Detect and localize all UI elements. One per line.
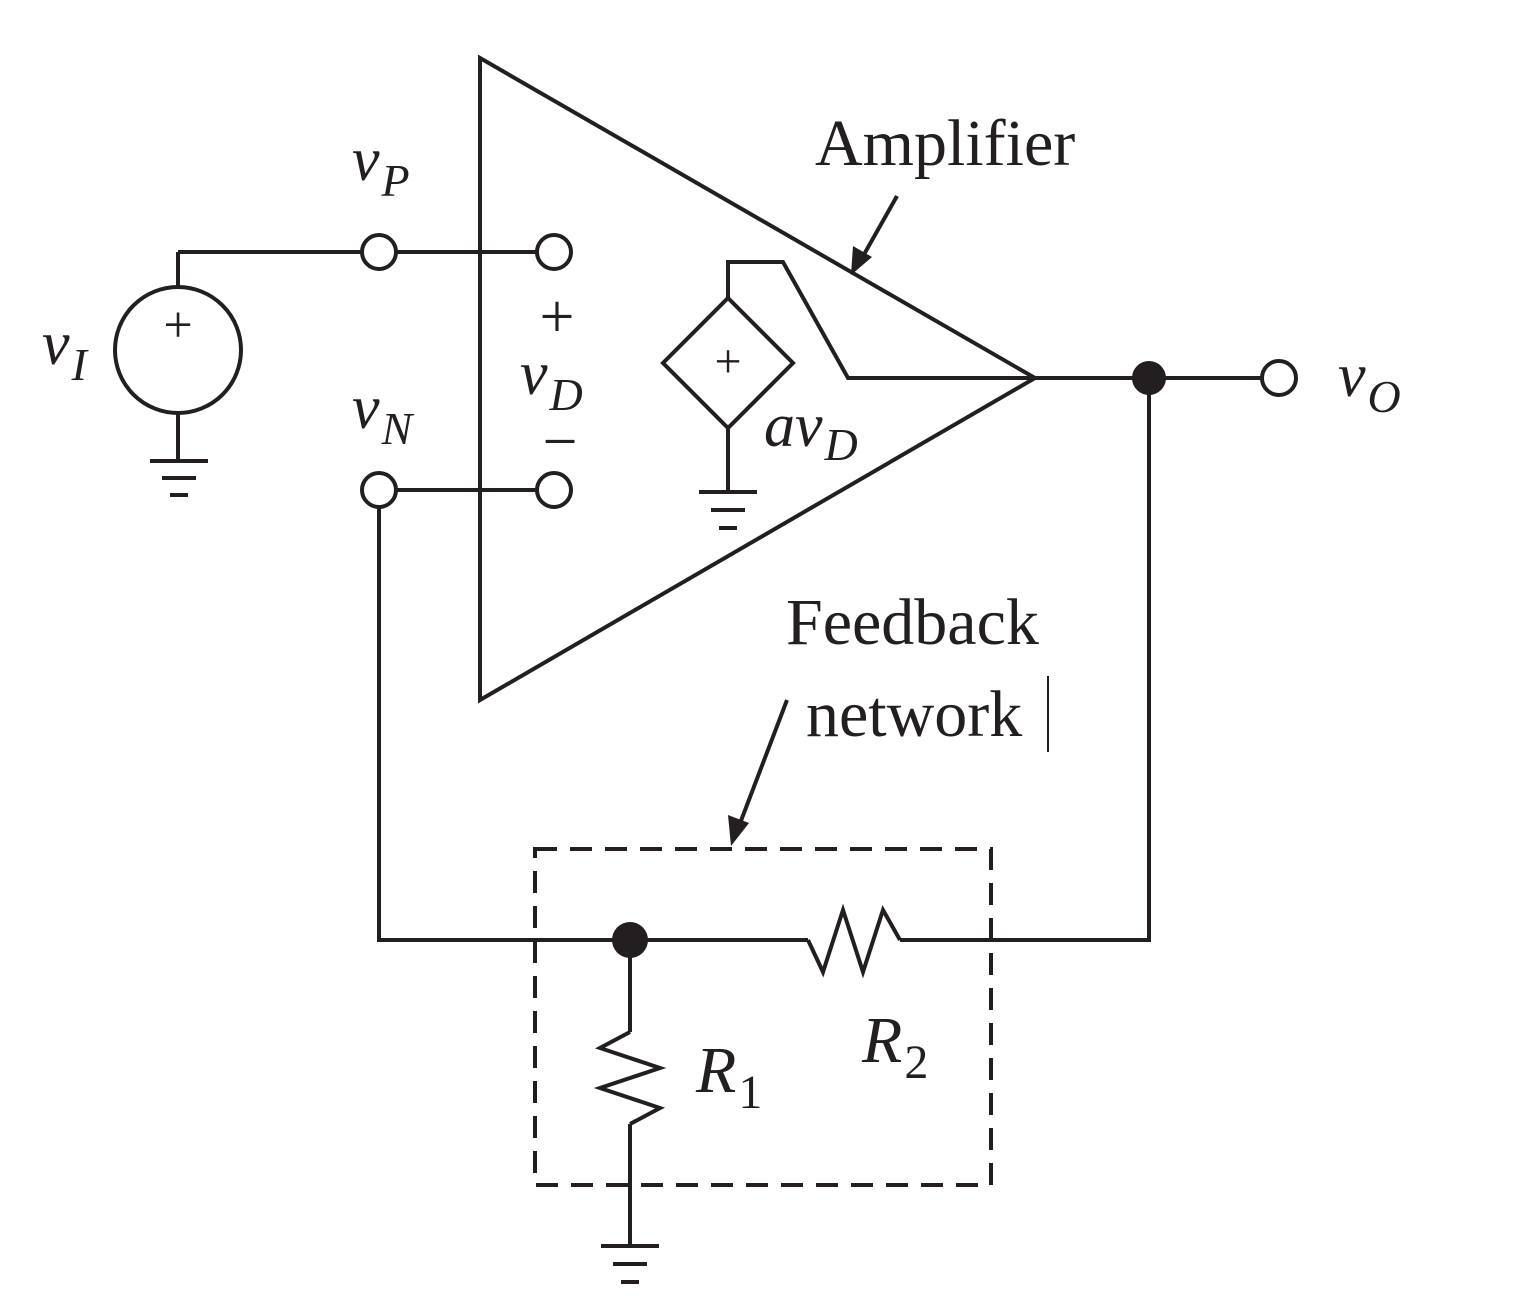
vd-minus-sign: −: [543, 408, 578, 476]
ground-icon: [150, 459, 208, 497]
node-vp-terminal: [360, 233, 398, 271]
amp-minus-terminal: [535, 471, 573, 509]
feedback-arrow: [728, 699, 789, 846]
resistor-r1: [593, 1030, 667, 1126]
dependent-voltage-source: +: [660, 260, 1035, 492]
amplifier-label: Amplifier: [815, 107, 1075, 180]
node-vn-terminal: [360, 471, 398, 509]
resistor-r2: [806, 903, 902, 979]
input-source-label: vI: [42, 310, 90, 390]
amplifier-arrow: [851, 195, 899, 275]
node-vn-label: vN: [352, 374, 415, 454]
dependent-source-label: avD: [764, 392, 858, 470]
node-vp-label: vP: [352, 126, 410, 206]
input-voltage-source: +: [113, 250, 362, 460]
r2-label: R2: [861, 1004, 928, 1089]
output-label: vO: [1338, 342, 1401, 422]
ground-icon: [699, 490, 757, 530]
feedback-to-vn-wire: [377, 507, 808, 942]
amplifier-triangle: [478, 54, 1039, 704]
ground-icon: [601, 1244, 659, 1284]
feedback-return-wire: [900, 378, 1151, 942]
node-vo-terminal: [1260, 359, 1298, 397]
feedback-label-line2: network: [806, 678, 1022, 751]
feedback-label-line1: Feedback: [786, 586, 1039, 659]
vd-label: vD: [520, 340, 583, 420]
r1-label: R1: [695, 1034, 762, 1119]
vd-plus-sign: +: [540, 283, 575, 351]
amp-plus-terminal: [535, 233, 573, 271]
feedback-network-box: [533, 847, 993, 1187]
dependent-source-plus: +: [714, 335, 741, 388]
input-source-plus: +: [163, 297, 192, 354]
